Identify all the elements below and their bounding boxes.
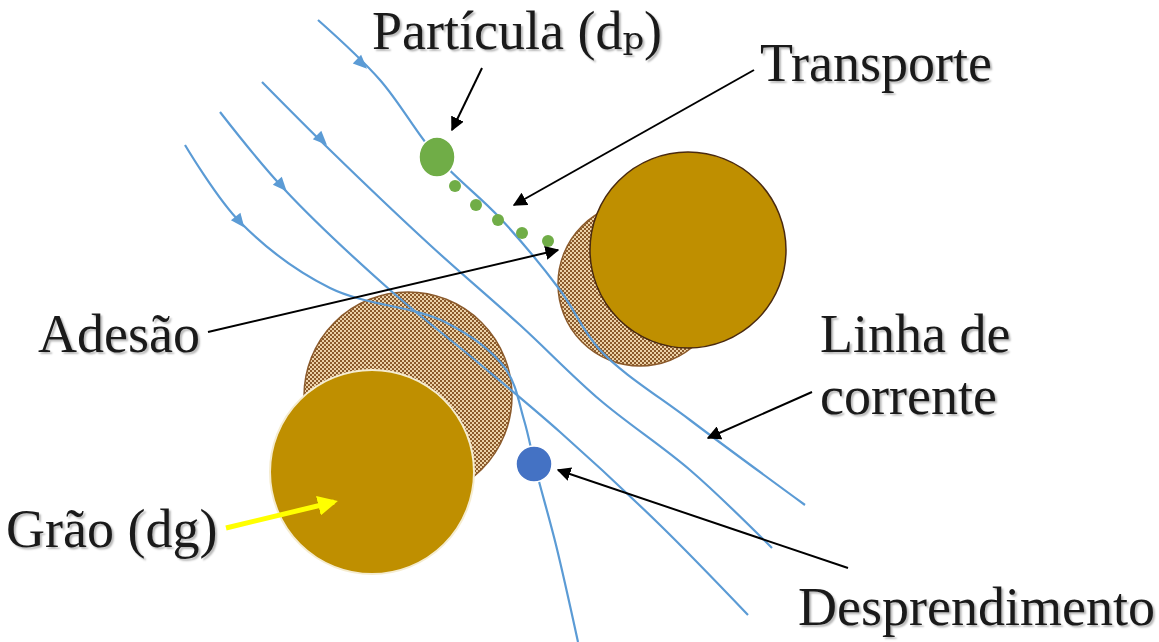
label-slot: Desprendimento xyxy=(798,576,1155,638)
label-slot: Adesão xyxy=(38,303,200,365)
streamline xyxy=(220,112,748,615)
diagram-label: Transporte xyxy=(760,32,992,94)
streamline xyxy=(185,145,578,642)
label-slot: Transporte xyxy=(760,32,992,94)
diagram-label: Adesão xyxy=(38,303,200,365)
label-slot: Grão (dg) xyxy=(6,498,217,560)
flow-arrowhead xyxy=(353,55,371,73)
grain xyxy=(590,152,786,348)
streamline xyxy=(262,82,772,548)
detached-particle xyxy=(516,446,552,482)
transport-dots xyxy=(449,180,554,247)
diagram-label: Desprendimento xyxy=(798,576,1155,638)
particle xyxy=(419,137,455,177)
grain xyxy=(270,370,474,574)
leader-lines xyxy=(208,68,848,568)
diagram-label: Linha de corrente xyxy=(820,303,1052,427)
flow-arrowhead xyxy=(273,177,291,195)
label-slot: Linha de corrente xyxy=(820,303,1052,427)
diagram-label: Grão (dg) xyxy=(6,498,217,560)
flow-arrowhead xyxy=(231,213,249,231)
diagram-label: Partícula (dₚ) xyxy=(372,0,662,62)
streamlines xyxy=(185,20,805,642)
flow-arrowhead xyxy=(313,131,331,149)
grain-pointer xyxy=(226,502,334,528)
label-slot: Partícula (dₚ) xyxy=(372,0,662,62)
